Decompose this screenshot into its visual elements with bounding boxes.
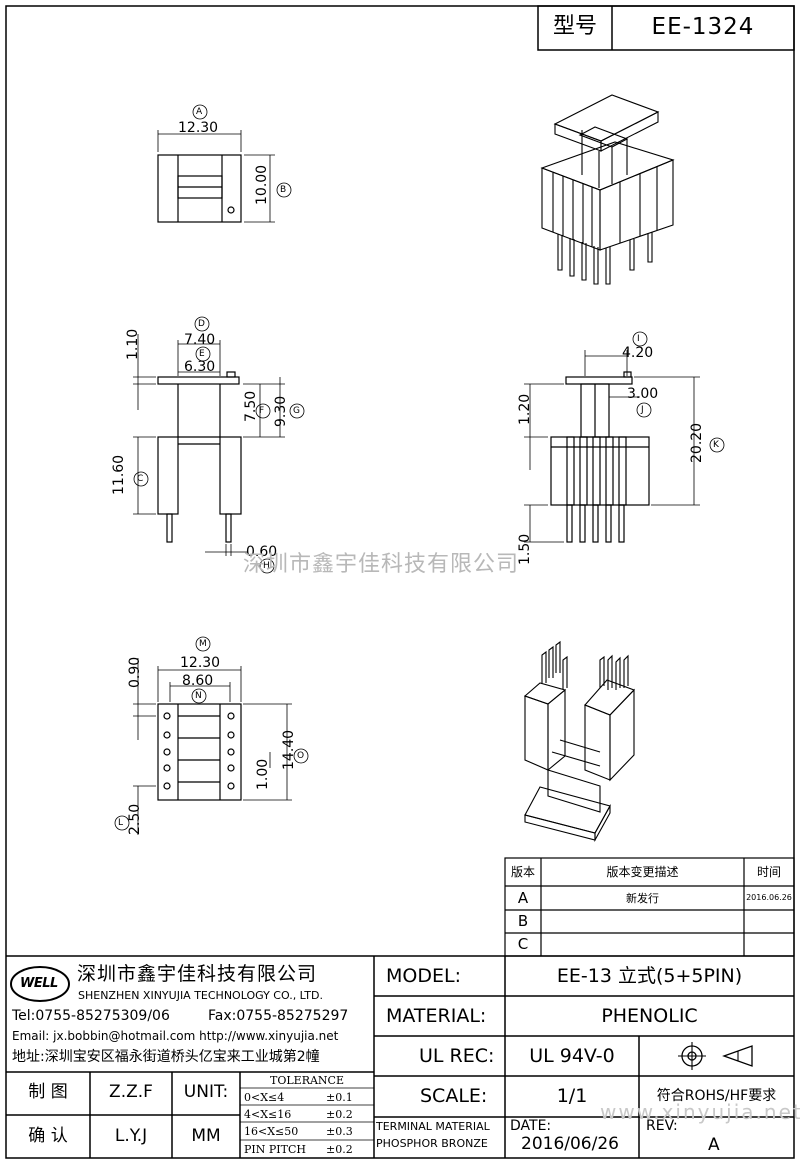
dim-f: 7.50 bbox=[243, 390, 259, 422]
tol-range-4: PIN PITCH bbox=[244, 1143, 306, 1156]
unit-value: MM bbox=[191, 1126, 221, 1146]
type-label: 型号 bbox=[552, 14, 597, 39]
dim-d: 7.40 bbox=[184, 332, 216, 348]
ref-a: A bbox=[196, 107, 203, 117]
model-label: MODEL: bbox=[386, 965, 461, 987]
company-logo-text: WELL bbox=[20, 976, 58, 991]
ulrec-label: UL REC: bbox=[419, 1045, 495, 1067]
rev-header-desc: 版本变更描述 bbox=[606, 865, 679, 879]
rev-a-date: 2016.06.26 bbox=[746, 893, 792, 902]
rev-label: REV: bbox=[646, 1118, 678, 1134]
rev-c: C bbox=[517, 935, 529, 953]
ref-b: B bbox=[280, 185, 287, 195]
date-label: DATE: bbox=[510, 1118, 552, 1134]
ref-j: J bbox=[641, 405, 644, 415]
dim-c: 11.60 bbox=[111, 454, 127, 495]
company-address: 地址:深圳宝安区福永街道桥头亿宝来工业城第2幢 bbox=[12, 1049, 320, 1065]
dim-n: 8.60 bbox=[182, 673, 214, 689]
rev-header-version: 版本 bbox=[510, 865, 535, 879]
unit-label: UNIT: bbox=[183, 1082, 229, 1102]
dim-o: 14.40 bbox=[281, 729, 297, 770]
ref-i: I bbox=[637, 334, 640, 344]
scale-label: SCALE: bbox=[420, 1085, 488, 1107]
company-logo-shape bbox=[10, 966, 70, 1002]
ref-m: M bbox=[199, 639, 207, 649]
isometric-view-top bbox=[540, 94, 675, 285]
dim-h: 0.60 bbox=[246, 544, 278, 560]
tol-value-1: ±0.1 bbox=[326, 1091, 353, 1104]
ulrec-value: UL 94V-0 bbox=[529, 1045, 615, 1067]
dim-t1: 1.20 bbox=[517, 393, 533, 425]
ref-c: C bbox=[137, 474, 144, 484]
dim-bot: 1.50 bbox=[517, 533, 533, 565]
side-view bbox=[524, 331, 725, 543]
tol-value-4: ±0.2 bbox=[326, 1143, 353, 1156]
dim-g: 9.30 bbox=[273, 395, 289, 427]
check-name: L.Y.J bbox=[114, 1126, 148, 1146]
company-name-en: SHENZHEN XINYUJIA TECHNOLOGY CO., LTD. bbox=[78, 989, 323, 1002]
model-code: EE-1324 bbox=[651, 14, 755, 40]
rev-value: A bbox=[708, 1135, 720, 1155]
dim-e: 6.30 bbox=[184, 359, 216, 375]
dim-t: 0.90 bbox=[127, 656, 143, 688]
isometric-view-bottom bbox=[523, 640, 635, 843]
ref-k: K bbox=[713, 440, 719, 450]
rev-header-date: 时间 bbox=[756, 865, 781, 879]
dim-k: 20.20 bbox=[689, 422, 705, 463]
model-value: EE-13 立式(5+5PIN) bbox=[556, 965, 743, 987]
company-email: Email: jx.bobbin@hotmail.com http://www.… bbox=[12, 1029, 339, 1043]
watermark-text: 深圳市鑫宇佳科技有限公司 bbox=[243, 552, 520, 577]
ref-g: G bbox=[293, 406, 300, 416]
rev-b: B bbox=[517, 912, 529, 930]
ref-d: D bbox=[198, 319, 205, 329]
tol-value-2: ±0.2 bbox=[326, 1108, 353, 1121]
company-fax: Fax:0755-85275297 bbox=[208, 1008, 349, 1024]
tol-value-3: ±0.3 bbox=[326, 1125, 353, 1138]
tol-range-3: 16<X≤50 bbox=[244, 1125, 299, 1138]
tol-range-2: 4<X≤16 bbox=[244, 1108, 292, 1121]
company-name-cn: 深圳市鑫宇佳科技有限公司 bbox=[77, 963, 318, 985]
dim-b: 10.00 bbox=[254, 164, 270, 205]
dim-l: 2.50 bbox=[127, 803, 143, 835]
dim-m: 12.30 bbox=[180, 655, 221, 671]
tolerance-title: TOLERANCE bbox=[270, 1074, 344, 1087]
dim-p: 1.00 bbox=[255, 758, 271, 790]
title-block-grid bbox=[6, 955, 794, 1158]
terminal-material: PHOSPHOR BRONZE bbox=[376, 1137, 488, 1150]
material-value: PHENOLIC bbox=[601, 1005, 698, 1027]
draw-label: 制 图 bbox=[28, 1082, 68, 1102]
top-view bbox=[157, 104, 292, 223]
terminal-label: TERMINAL MATERIAL bbox=[376, 1120, 490, 1133]
dim-h-top: 1.10 bbox=[125, 328, 141, 360]
scale-value: 1/1 bbox=[556, 1085, 588, 1107]
check-label: 确 认 bbox=[28, 1126, 68, 1146]
ref-l: L bbox=[118, 818, 124, 828]
date-value: 2016/06/26 bbox=[521, 1134, 619, 1154]
ref-o: O bbox=[297, 751, 305, 761]
rohs-note: 符合ROHS/HF要求 bbox=[656, 1088, 777, 1104]
ref-f: F bbox=[259, 406, 265, 416]
dim-j: 3.00 bbox=[627, 386, 659, 402]
bottom-view bbox=[114, 636, 309, 835]
rev-a: A bbox=[517, 889, 529, 907]
tol-range-1: 0<X≤4 bbox=[244, 1091, 285, 1104]
tolerance-grid bbox=[240, 1087, 374, 1141]
rev-a-desc: 新发行 bbox=[626, 892, 659, 905]
draw-name: Z.Z.F bbox=[109, 1082, 153, 1102]
front-view bbox=[133, 316, 305, 574]
material-label: MATERIAL: bbox=[386, 1005, 487, 1027]
ref-n: N bbox=[195, 691, 202, 701]
dim-i: 4.20 bbox=[622, 345, 654, 361]
ref-h: H bbox=[263, 561, 270, 571]
dim-a: 12.30 bbox=[178, 120, 219, 136]
ref-e: E bbox=[199, 349, 205, 359]
company-tel: Tel:0755-85275309/06 bbox=[12, 1008, 170, 1024]
watermark-url: www.xinyujia.net bbox=[600, 1100, 800, 1124]
